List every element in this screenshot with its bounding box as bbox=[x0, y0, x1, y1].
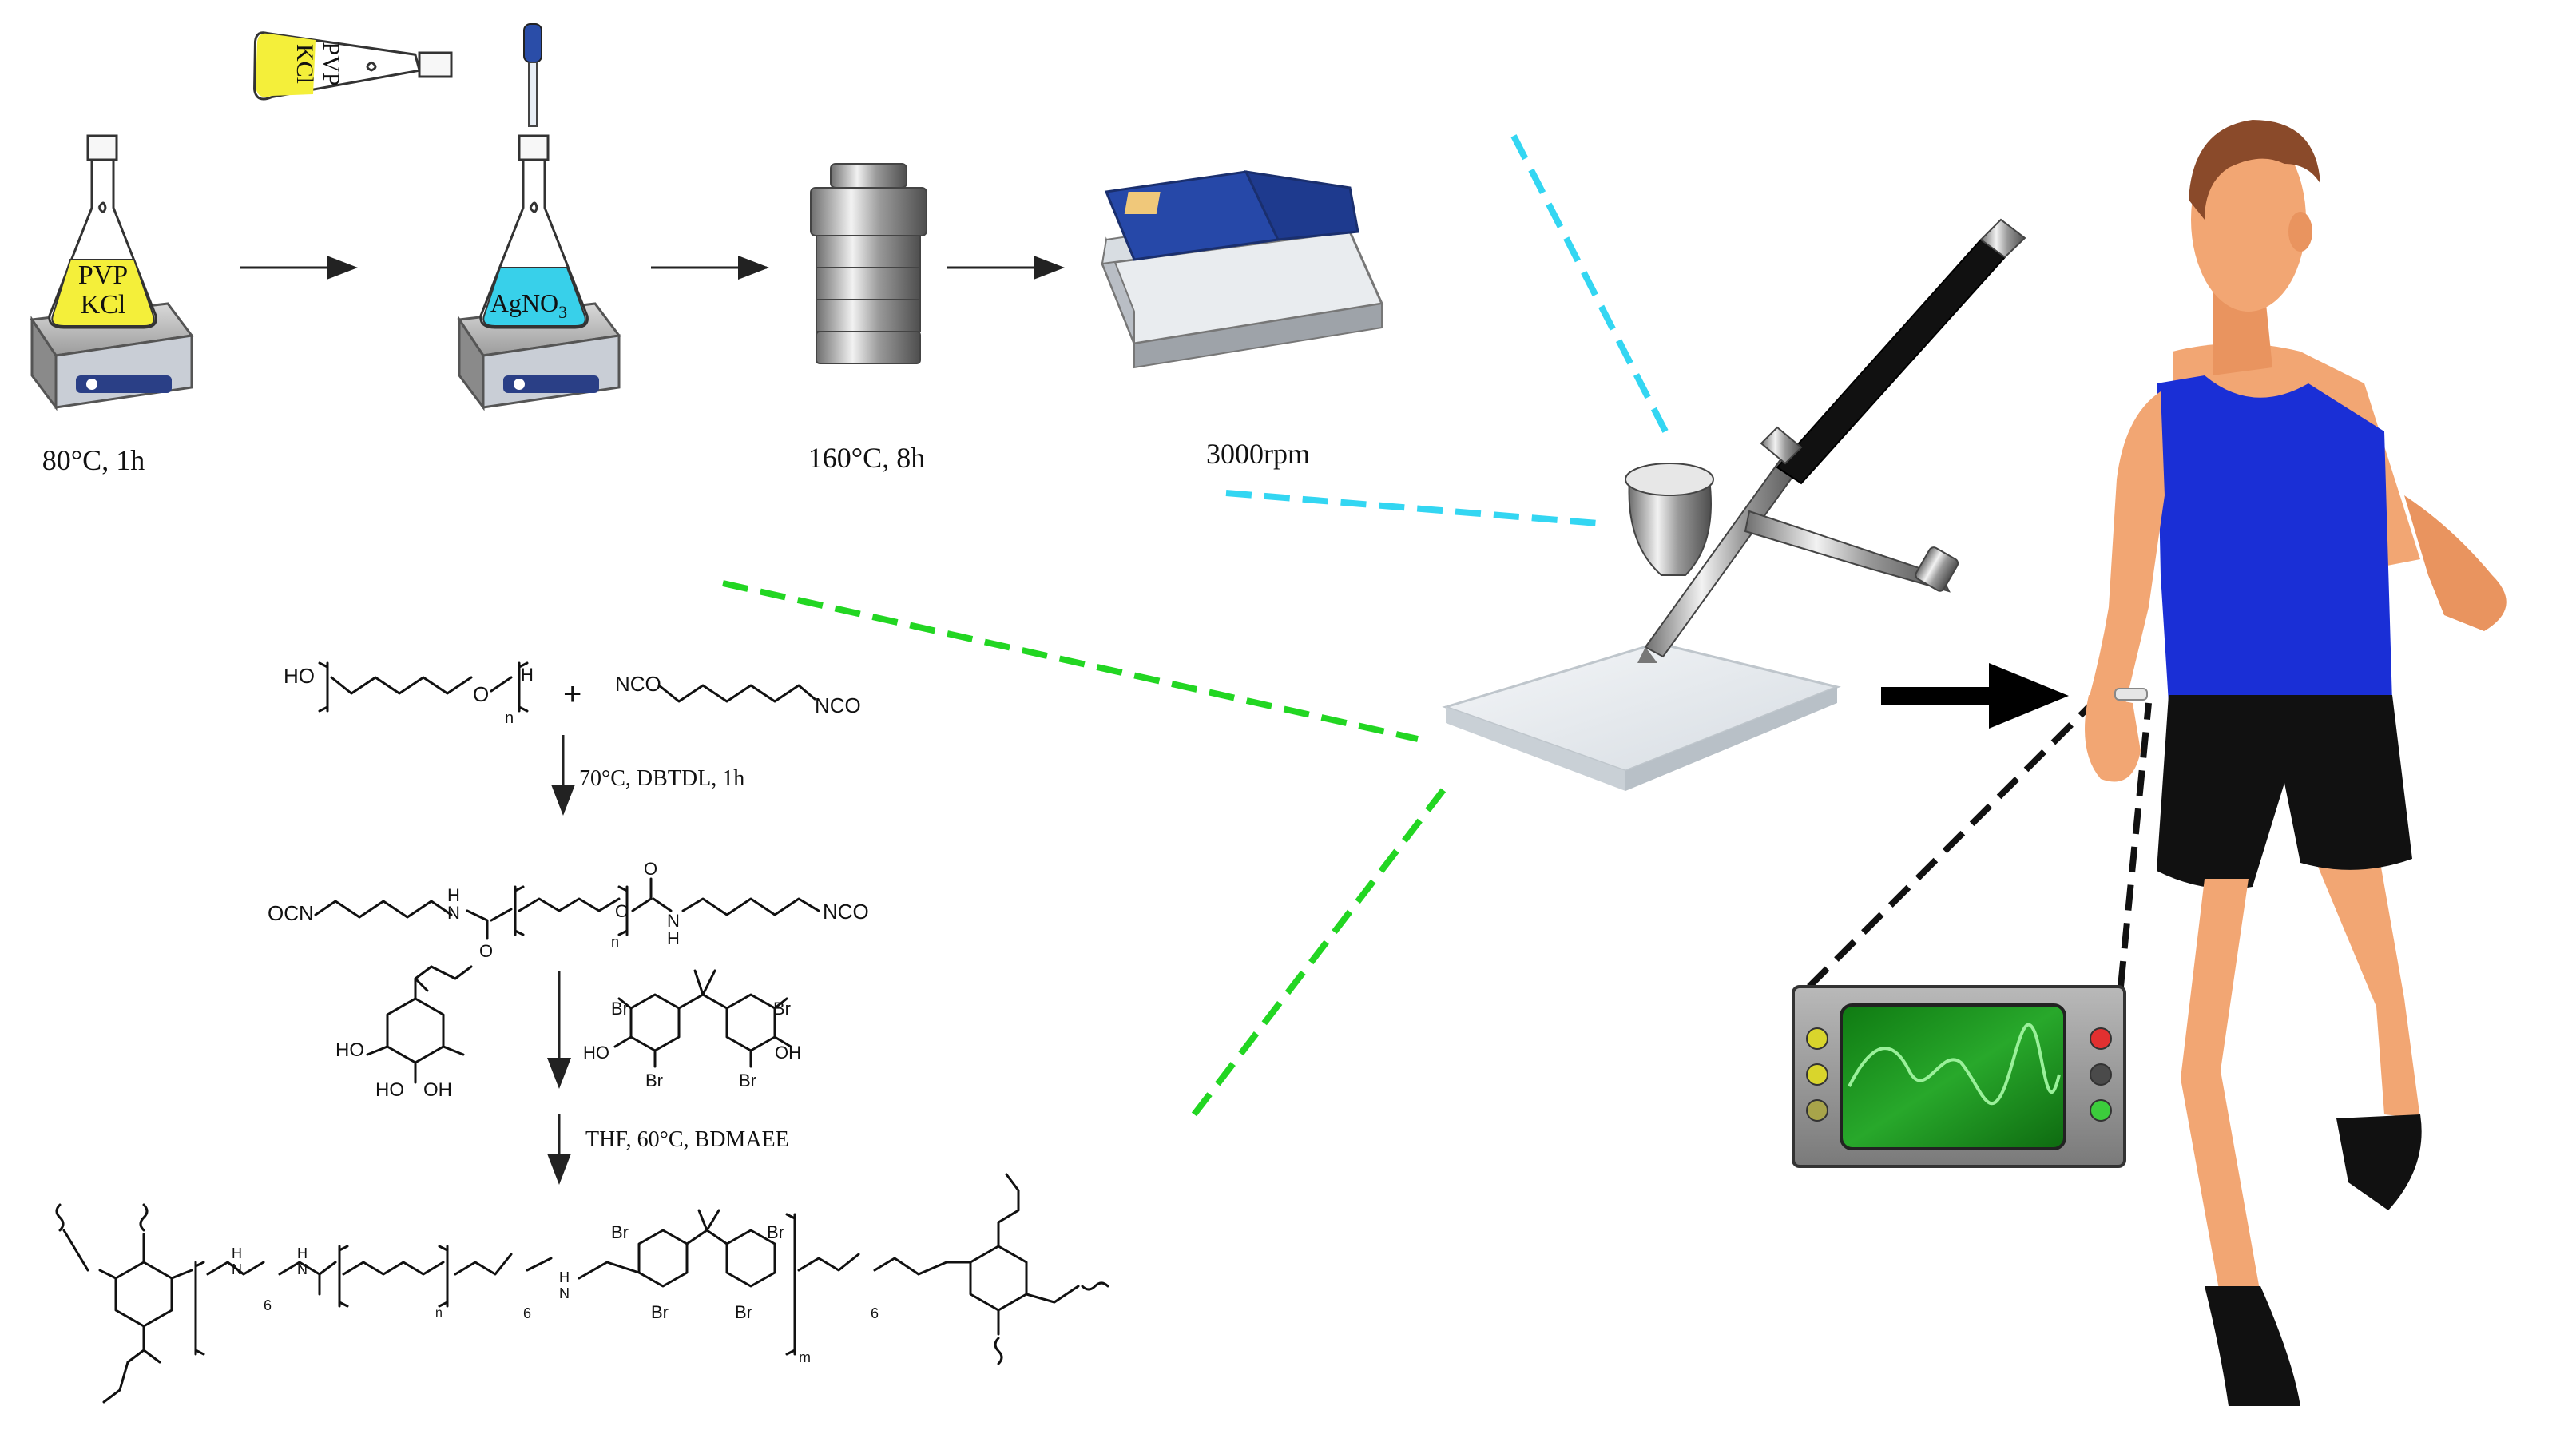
big-arrow-to-runner bbox=[1881, 663, 2069, 729]
connector-green-lower bbox=[1191, 785, 1449, 1117]
svg-text:H: H bbox=[447, 885, 460, 905]
autoclave-icon bbox=[810, 163, 927, 364]
reagent-tetrabromobisphenol-a: Br HO Br Br OH Br bbox=[583, 969, 801, 1090]
svg-text:Br: Br bbox=[645, 1071, 663, 1090]
svg-text:n: n bbox=[505, 709, 514, 727]
svg-text:6: 6 bbox=[264, 1297, 272, 1313]
svg-text:Br: Br bbox=[773, 999, 791, 1019]
svg-text:Br: Br bbox=[735, 1302, 752, 1322]
svg-text:n: n bbox=[611, 934, 619, 950]
svg-text:HO: HO bbox=[583, 1043, 609, 1063]
svg-text:N: N bbox=[559, 1285, 570, 1301]
svg-text:N: N bbox=[232, 1261, 242, 1277]
svg-text:HO: HO bbox=[335, 1039, 364, 1061]
glass-substrate-icon bbox=[1442, 642, 1841, 791]
svg-text:HO: HO bbox=[375, 1079, 404, 1101]
reactant-polyether-diol: HO O H n bbox=[284, 661, 534, 727]
svg-text:N: N bbox=[447, 903, 460, 923]
svg-text:O: O bbox=[479, 941, 493, 961]
svg-text:N: N bbox=[297, 1261, 308, 1277]
svg-text:O: O bbox=[644, 859, 657, 879]
svg-text:NCO: NCO bbox=[615, 672, 661, 696]
connector-cyan-upper bbox=[1510, 134, 1669, 433]
autoclave-condition: 160°C, 8h bbox=[808, 442, 925, 474]
flask-small-label-pvp: PVP bbox=[318, 42, 344, 85]
svg-text:OH: OH bbox=[423, 1079, 452, 1101]
connector-green-upper bbox=[722, 580, 1419, 742]
flask1-label-kcl: KCl bbox=[81, 290, 126, 320]
svg-text:H: H bbox=[297, 1245, 308, 1261]
dropper-icon bbox=[523, 23, 542, 127]
step1-condition: 70°C, DBTDL, 1h bbox=[579, 766, 744, 791]
centrifuge-icon bbox=[1100, 170, 1384, 369]
svg-text:Br: Br bbox=[739, 1071, 756, 1090]
svg-text:m: m bbox=[799, 1349, 811, 1365]
centrifuge-condition: 3000rpm bbox=[1206, 438, 1310, 470]
connector-cyan-lower bbox=[1225, 490, 1598, 526]
svg-text:O: O bbox=[473, 682, 489, 706]
svg-text:n: n bbox=[435, 1306, 443, 1320]
erlenmeyer-flask-icon bbox=[253, 31, 453, 101]
runner-figure-icon bbox=[2085, 120, 2507, 1406]
flask-small-label-kcl: KCl bbox=[292, 44, 318, 84]
svg-text:O: O bbox=[615, 901, 629, 921]
svg-text:Br: Br bbox=[651, 1302, 669, 1322]
svg-text:6: 6 bbox=[871, 1305, 879, 1321]
connector-black-left bbox=[1807, 697, 2099, 989]
reagent-ethyl-gallate: HO HO OH bbox=[335, 965, 473, 1101]
svg-text:H: H bbox=[559, 1269, 570, 1285]
svg-text:H: H bbox=[232, 1245, 242, 1261]
airbrush-icon bbox=[1625, 218, 2026, 663]
svg-text:HO: HO bbox=[284, 664, 315, 688]
reactant-diisocyanate: NCO NCO bbox=[615, 672, 861, 717]
erlenmeyer-flask-icon bbox=[48, 134, 157, 329]
svg-text:Br: Br bbox=[611, 999, 629, 1019]
svg-text:NCO: NCO bbox=[815, 693, 861, 717]
step3-condition: THF, 60°C, BDMAEE bbox=[585, 1127, 789, 1152]
svg-text:Br: Br bbox=[767, 1222, 784, 1242]
plus-sign: + bbox=[563, 677, 581, 712]
svg-text:OCN: OCN bbox=[268, 901, 314, 925]
crosslinked-polyurethane-product: H N 6 H N n 6 H N Br Br Br Br m 6 bbox=[55, 1173, 1109, 1404]
svg-text:OH: OH bbox=[775, 1043, 801, 1063]
svg-text:H: H bbox=[521, 665, 534, 685]
erlenmeyer-flask-icon bbox=[479, 134, 589, 329]
oscilloscope-monitor-icon bbox=[1792, 985, 2126, 1168]
flask2-label: AgNO3 bbox=[490, 288, 567, 322]
connector-black-right bbox=[2118, 702, 2152, 987]
flask1-label-pvp: PVP bbox=[78, 260, 128, 290]
svg-text:N: N bbox=[667, 911, 680, 931]
svg-text:H: H bbox=[667, 928, 680, 948]
flask1-condition: 80°C, 1h bbox=[42, 444, 145, 476]
svg-text:6: 6 bbox=[523, 1305, 531, 1321]
svg-text:NCO: NCO bbox=[823, 900, 869, 924]
prepolymer-structure: OCN H N O O n O N H NCO bbox=[268, 859, 869, 961]
svg-text:Br: Br bbox=[611, 1222, 629, 1242]
